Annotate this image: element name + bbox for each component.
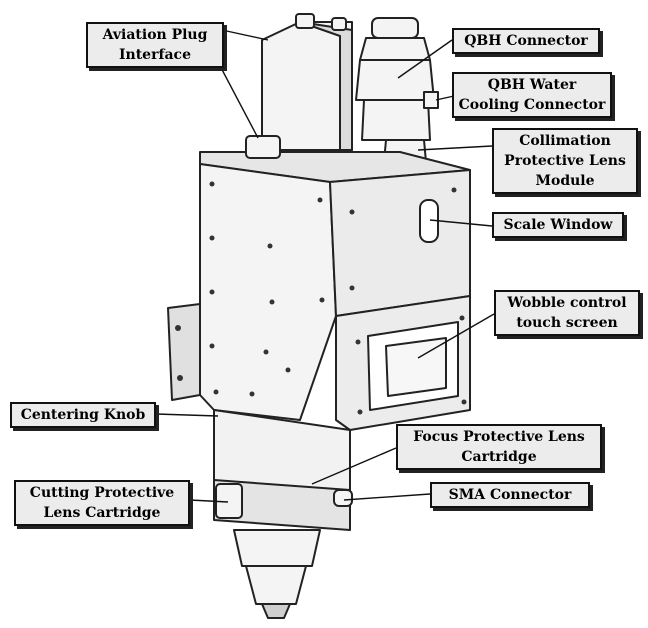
label-cutting-protective-lens-cartridge: Cutting Protective Lens Cartridge — [14, 480, 190, 526]
aviation-plug — [245, 135, 281, 159]
qbh-top — [371, 17, 419, 39]
main-side-face — [329, 169, 471, 317]
nozzle-end — [261, 603, 291, 619]
sma-connector-part — [333, 489, 353, 507]
qbh-ring-1 — [359, 37, 431, 61]
qbh-lower — [361, 99, 431, 141]
lower-collar — [213, 479, 351, 531]
label-qbh-water-cooling-connector: QBH Water Cooling Connector — [452, 72, 612, 118]
label-scale-window: Scale Window — [492, 212, 624, 238]
plug-top-1 — [295, 13, 315, 29]
nozzle-body — [233, 529, 321, 567]
label-sma-connector: SMA Connector — [430, 482, 590, 508]
left-bracket — [167, 303, 201, 401]
label-collimation-protective-lens-module: Collimation Protective Lens Module — [492, 128, 638, 194]
plug-top-2 — [331, 17, 347, 31]
label-centering-knob: Centering Knob — [10, 402, 156, 428]
qbh-body — [355, 59, 435, 101]
water-fitting — [423, 91, 439, 109]
top-housing — [261, 21, 353, 151]
label-aviation-plug-interface: Aviation Plug Interface — [86, 22, 224, 68]
label-focus-protective-lens-cartridge: Focus Protective Lens Cartridge — [396, 424, 602, 470]
nozzle-tip — [245, 565, 307, 605]
label-wobble-control-touch-screen: Wobble control touch screen — [494, 290, 640, 336]
label-qbh-connector: QBH Connector — [452, 28, 600, 54]
main-front-face — [199, 163, 337, 421]
